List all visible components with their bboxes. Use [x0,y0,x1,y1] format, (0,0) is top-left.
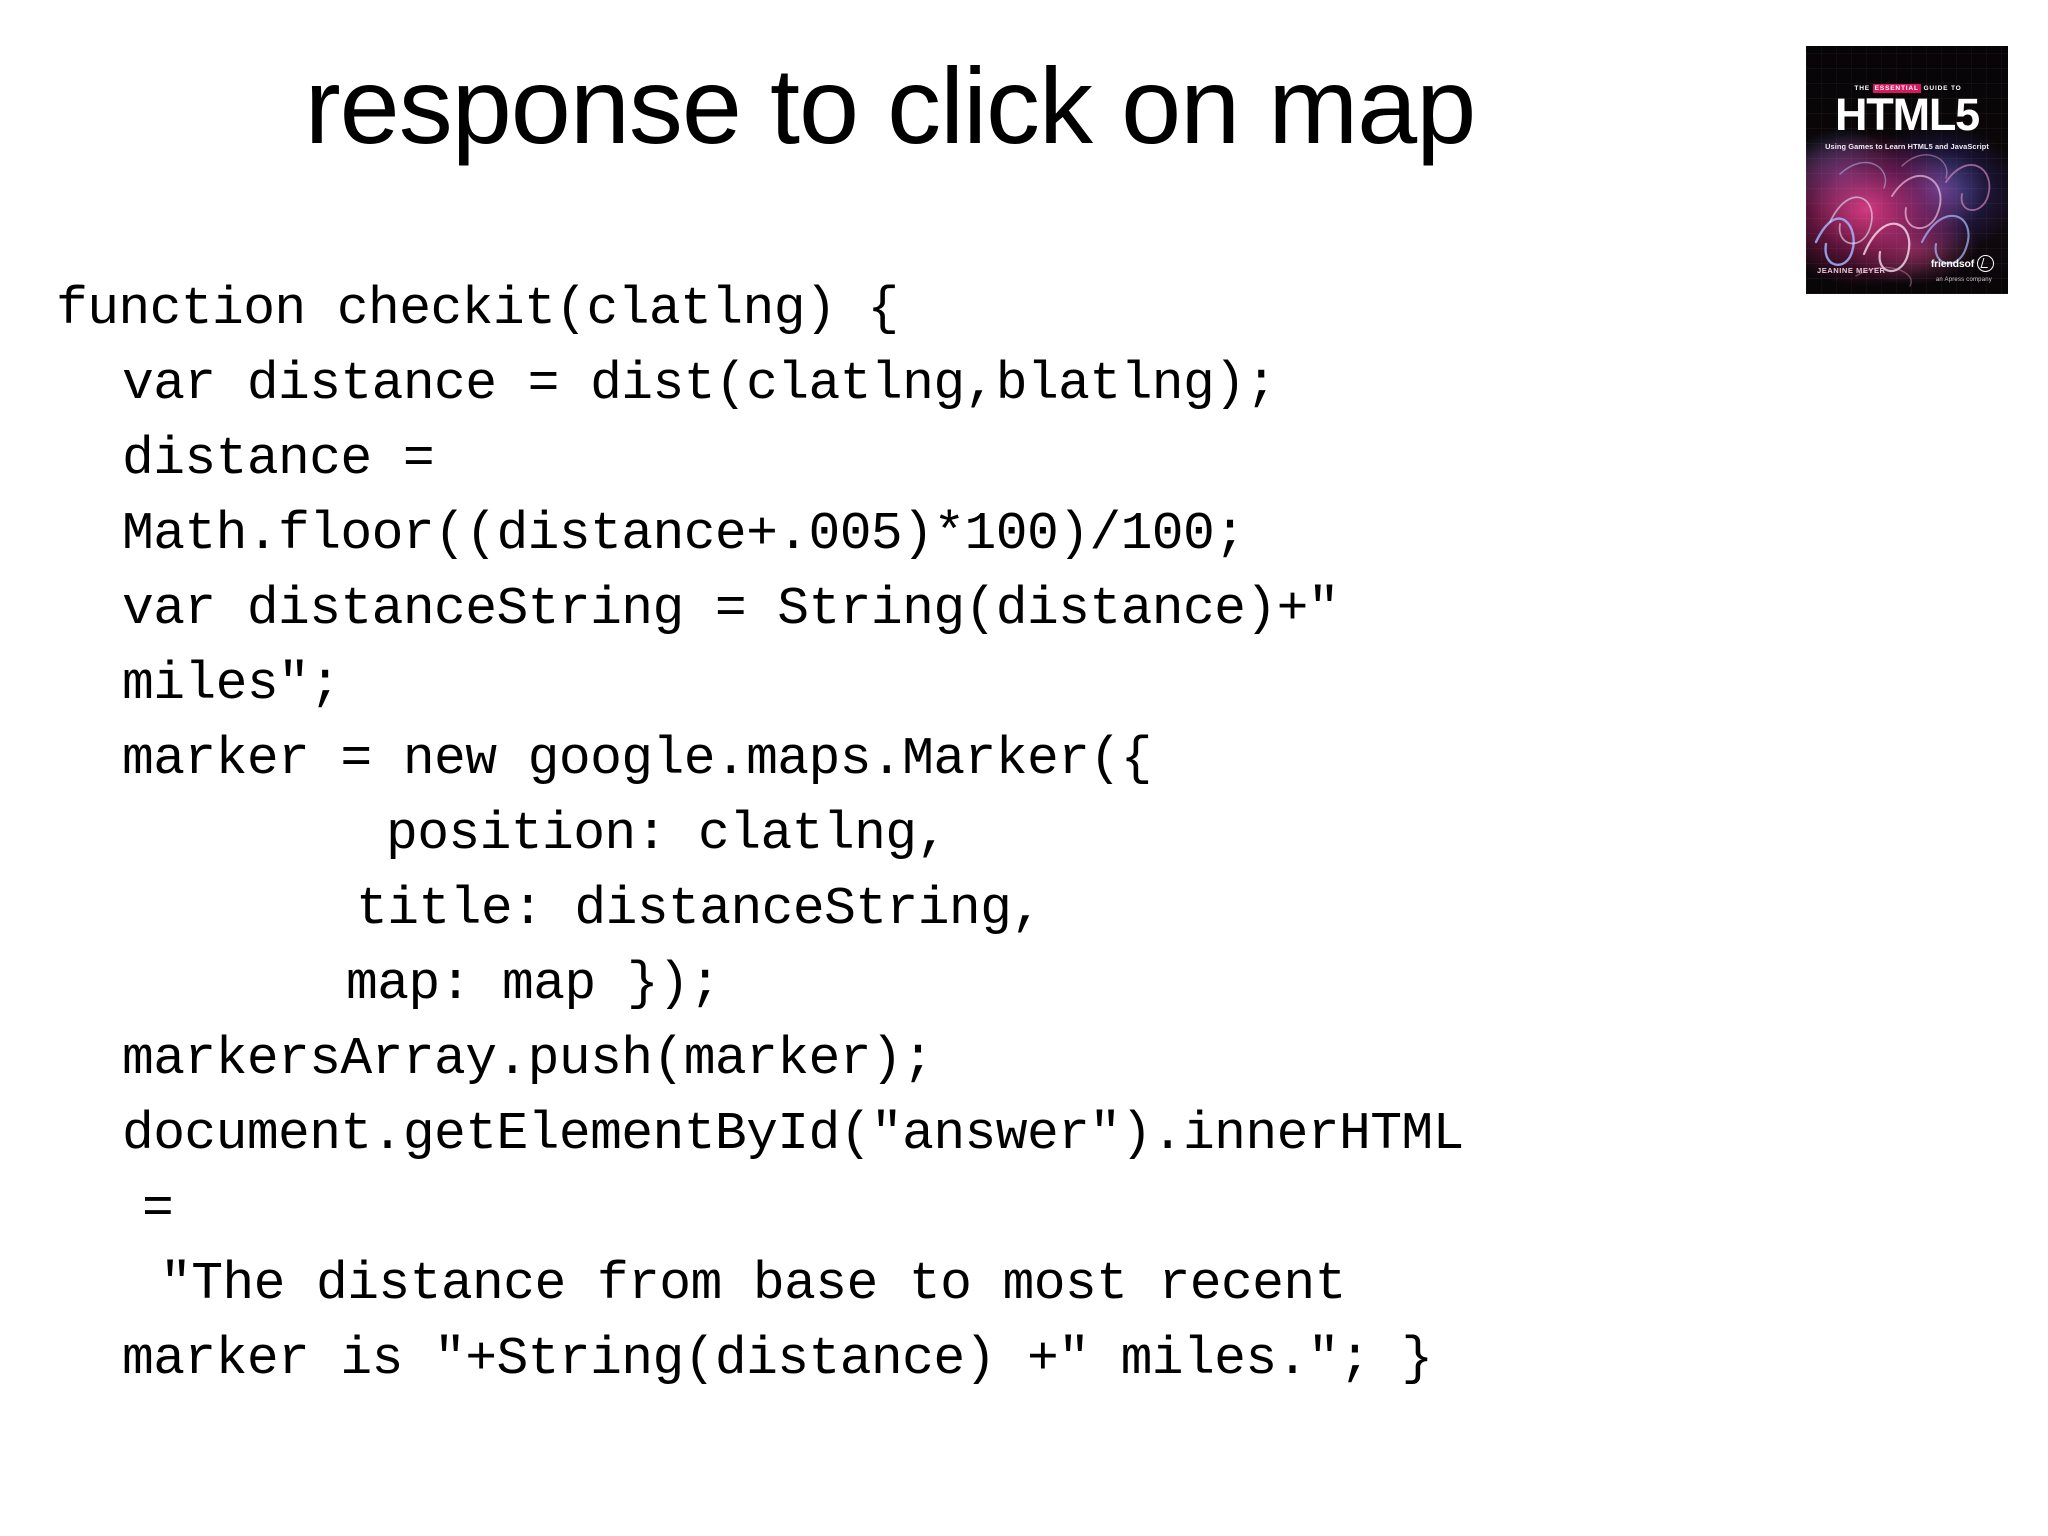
publisher-mark-icon [1977,255,1994,272]
code-line: document.getElementById("answer").innerH… [122,1104,1464,1164]
book-cover-title: HTML5 [1835,89,1980,140]
code-line: Math.floor((distance+.005)*100)/100; [122,504,1246,564]
code-line: markersArray.push(marker); [122,1029,934,1089]
book-cover-eyebrow-suffix: GUIDE TO [1923,85,1962,92]
code-line: distance = [122,429,435,489]
book-cover-thumbnail: THE ESSENTIAL GUIDE TO HTML5 Using Games… [1806,46,2008,294]
code-line: marker is "+String(distance) +" miles.";… [122,1329,1433,1389]
code-line: marker = new google.maps.Marker({ [122,729,1152,789]
code-line: title: distanceString, [356,879,1043,939]
book-cover-publisher-logo: friendsof [1931,255,1994,272]
code-line: = [142,1179,174,1239]
publisher-name: friendsof [1930,257,1974,270]
code-line: function checkit(clatlng) { [56,279,899,339]
book-cover-author: JEANINE MEYER [1817,266,1886,275]
slide-title: response to click on map [304,45,1477,166]
code-line: miles"; [122,654,341,714]
code-line: position: clatlng, [386,804,948,864]
book-cover-eyebrow-highlight: ESSENTIAL [1872,84,1921,93]
code-line: map: map }); [346,954,721,1014]
code-line: var distance = dist(clatlng,blatlng); [122,354,1277,414]
code-line: "The distance from base to most recent [160,1254,1346,1314]
publisher-tagline: an Apress company [1935,277,1992,283]
book-cover-swirl-graphic [1814,154,1991,287]
code-listing: function checkit(clatlng) { var distance … [56,272,1986,1397]
code-line: var distanceString = String(distance)+" [122,579,1340,639]
book-cover-eyebrow-prefix: THE [1854,85,1870,92]
book-cover-eyebrow: THE ESSENTIAL GUIDE TO [1828,84,1988,93]
book-cover-subtitle: Using Games to Learn HTML5 and JavaScrip… [1825,142,1989,151]
